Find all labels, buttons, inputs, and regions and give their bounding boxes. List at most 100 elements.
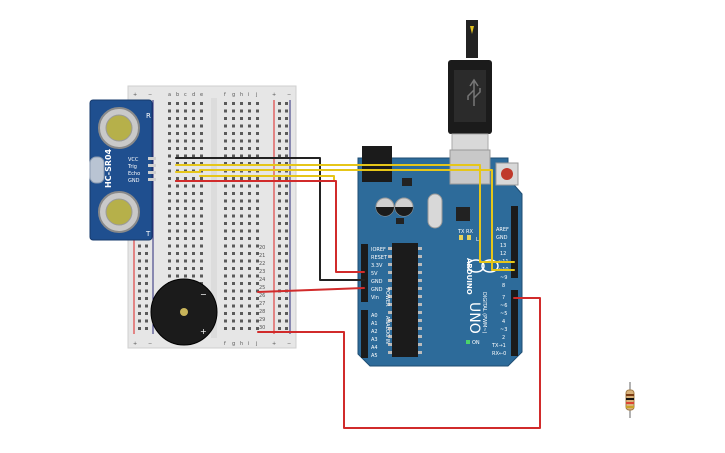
breadboard-hole[interactable] [232, 139, 235, 143]
breadboard-hole[interactable] [248, 244, 251, 248]
breadboard-hole[interactable] [285, 304, 288, 308]
breadboard-hole[interactable] [285, 319, 288, 323]
breadboard-hole[interactable] [232, 297, 235, 300]
breadboard-hole[interactable] [184, 177, 187, 180]
breadboard-hole[interactable] [145, 259, 148, 263]
breadboard-hole[interactable] [232, 229, 235, 233]
breadboard-hole[interactable] [285, 102, 288, 105]
breadboard-hole[interactable] [224, 319, 227, 323]
breadboard-hole[interactable] [248, 312, 251, 315]
breadboard-hole[interactable] [256, 237, 259, 240]
breadboard-hole[interactable] [224, 147, 227, 150]
breadboard-hole[interactable] [256, 109, 259, 113]
breadboard-hole[interactable] [285, 252, 288, 255]
breadboard-hole[interactable] [278, 154, 281, 158]
breadboard-hole[interactable] [168, 207, 171, 210]
breadboard-hole[interactable] [224, 117, 227, 120]
breadboard-hole[interactable] [224, 289, 227, 293]
breadboard-hole[interactable] [256, 229, 259, 233]
breadboard-hole[interactable] [232, 222, 235, 225]
breadboard-hole[interactable] [176, 229, 179, 233]
arduino-uno[interactable]: POWER IOREF RESET 3.3V 5V GND GND Vin AN… [357, 146, 523, 367]
breadboard-hole[interactable] [184, 109, 187, 113]
breadboard-hole[interactable] [168, 237, 171, 240]
breadboard-hole[interactable] [240, 297, 243, 300]
breadboard-hole[interactable] [138, 267, 141, 270]
breadboard-hole[interactable] [192, 162, 195, 165]
breadboard-hole[interactable] [145, 289, 148, 293]
breadboard-hole[interactable] [278, 229, 281, 233]
breadboard-hole[interactable] [256, 117, 259, 120]
breadboard-hole[interactable] [248, 289, 251, 293]
wire-vcc[interactable] [175, 180, 365, 273]
breadboard-hole[interactable] [176, 154, 179, 158]
breadboard-hole[interactable] [278, 282, 281, 285]
breadboard-hole[interactable] [224, 177, 227, 180]
breadboard-hole[interactable] [278, 109, 281, 113]
sensor-pin-echo[interactable] [148, 171, 156, 174]
wire-buzzer-signal[interactable] [257, 297, 541, 429]
ultrasonic-sensor[interactable]: HC-SR04 R T VCC Trig Echo GND [89, 99, 156, 241]
breadboard-hole[interactable] [184, 237, 187, 240]
breadboard-hole[interactable] [232, 319, 235, 323]
breadboard-hole[interactable] [200, 184, 203, 188]
breadboard-hole[interactable] [224, 199, 227, 203]
breadboard-hole[interactable] [224, 244, 227, 248]
breadboard-hole[interactable] [285, 327, 288, 330]
breadboard-hole[interactable] [285, 154, 288, 158]
breadboard-hole[interactable] [232, 147, 235, 150]
breadboard-hole[interactable] [278, 177, 281, 180]
breadboard-hole[interactable] [256, 244, 259, 248]
breadboard-hole[interactable] [200, 132, 203, 135]
breadboard-hole[interactable] [192, 259, 195, 263]
breadboard-hole[interactable] [278, 244, 281, 248]
breadboard-hole[interactable] [285, 274, 288, 278]
breadboard-hole[interactable] [224, 304, 227, 308]
breadboard-hole[interactable] [232, 162, 235, 165]
breadboard-hole[interactable] [232, 214, 235, 218]
breadboard-hole[interactable] [145, 267, 148, 270]
breadboard-hole[interactable] [224, 274, 227, 278]
breadboard-hole[interactable] [168, 229, 171, 233]
breadboard-hole[interactable] [278, 274, 281, 278]
breadboard-hole[interactable] [256, 154, 259, 158]
breadboard-hole[interactable] [232, 199, 235, 203]
breadboard-hole[interactable] [168, 184, 171, 188]
breadboard-hole[interactable] [248, 207, 251, 210]
breadboard-hole[interactable] [240, 289, 243, 293]
breadboard-hole[interactable] [145, 282, 148, 285]
breadboard-hole[interactable] [232, 312, 235, 315]
wire-trig[interactable] [175, 164, 515, 263]
breadboard-hole[interactable] [176, 267, 179, 270]
breadboard-hole[interactable] [176, 109, 179, 113]
breadboard-hole[interactable] [248, 124, 251, 128]
breadboard-hole[interactable] [184, 124, 187, 128]
breadboard-hole[interactable] [240, 177, 243, 180]
breadboard-hole[interactable] [168, 274, 171, 278]
breadboard-hole[interactable] [192, 184, 195, 188]
breadboard-hole[interactable] [248, 319, 251, 323]
breadboard-hole[interactable] [184, 117, 187, 120]
breadboard-hole[interactable] [232, 184, 235, 188]
breadboard-hole[interactable] [240, 259, 243, 263]
breadboard-hole[interactable] [192, 252, 195, 255]
breadboard-hole[interactable] [256, 319, 259, 323]
breadboard-hole[interactable] [192, 237, 195, 240]
breadboard-hole[interactable] [248, 154, 251, 158]
breadboard-hole[interactable] [184, 222, 187, 225]
breadboard-hole[interactable] [256, 162, 259, 165]
breadboard-hole[interactable] [168, 259, 171, 263]
breadboard-hole[interactable] [200, 102, 203, 105]
breadboard-hole[interactable] [224, 214, 227, 218]
breadboard-hole[interactable] [285, 117, 288, 120]
breadboard-hole[interactable] [224, 229, 227, 233]
piezo-buzzer[interactable]: − + [150, 278, 218, 346]
breadboard-hole[interactable] [278, 184, 281, 188]
breadboard-hole[interactable] [184, 207, 187, 210]
breadboard-hole[interactable] [240, 199, 243, 203]
breadboard-hole[interactable] [200, 244, 203, 248]
breadboard-hole[interactable] [285, 147, 288, 150]
breadboard-hole[interactable] [240, 327, 243, 330]
breadboard-hole[interactable] [200, 259, 203, 263]
breadboard-hole[interactable] [192, 102, 195, 105]
